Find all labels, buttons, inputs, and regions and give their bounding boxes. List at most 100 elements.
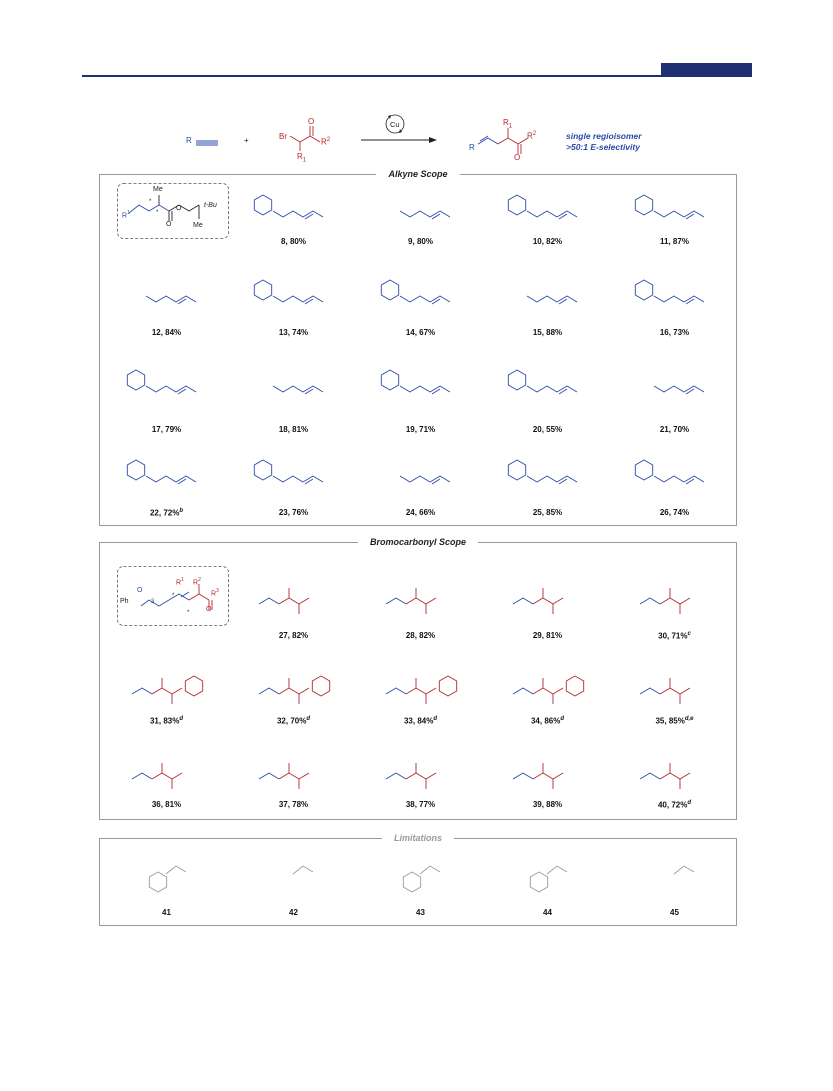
bromo-ring-34 xyxy=(565,675,585,697)
product-skeleton xyxy=(477,128,529,154)
compound-caption-16: 16, 73% xyxy=(611,328,738,337)
compound-caption-29: 29, 81% xyxy=(484,631,611,640)
alkyne-ring-19 xyxy=(380,369,400,391)
compound-caption-text: 40, 72% xyxy=(657,800,688,810)
alkyne-template-me2: Me xyxy=(193,222,203,229)
compound-caption-36: 36, 81% xyxy=(103,800,230,809)
alkyne-alkene-20 xyxy=(558,388,568,395)
bromo-alkene-chain-39 xyxy=(512,772,534,780)
bromo-template-star2: * xyxy=(187,610,190,616)
compound-caption-10: 10, 82% xyxy=(484,237,611,246)
product-r1: R1 xyxy=(503,118,513,130)
catalyst-label: Cu xyxy=(390,120,400,129)
compound-caption-text: 17, 79% xyxy=(151,425,182,434)
bromo-alkene-chain-29 xyxy=(512,597,534,605)
alkyne-chain-21 xyxy=(653,385,705,393)
alkyne-ring-25 xyxy=(507,459,527,481)
compound-caption-21: 21, 70% xyxy=(611,425,738,434)
bromo-carbonyl-chain-33 xyxy=(405,687,437,695)
bromo-carbonyl-chain-28 xyxy=(405,597,437,605)
limitation-chain-44 xyxy=(546,865,568,875)
compound-caption-30: 30, 71%c xyxy=(611,631,738,641)
bromo-carbonyl-chain-30 xyxy=(659,597,691,605)
compound-caption-19: 19, 71% xyxy=(357,425,484,434)
plus-sign: + xyxy=(244,136,249,145)
compound-caption-37: 37, 78% xyxy=(230,800,357,809)
compound-caption-text: 11, 87% xyxy=(660,237,689,246)
compound-caption-text: 35, 85% xyxy=(655,716,685,726)
alkyne-alkene-15 xyxy=(558,298,568,305)
alkyne-alkene-22 xyxy=(177,478,187,485)
bromo-carbonyl-chain-29 xyxy=(532,597,564,605)
compound-caption-22: 22, 72%b xyxy=(103,508,230,518)
alkyne-alkene-12 xyxy=(177,298,187,305)
alkyne-ring-10 xyxy=(507,194,527,216)
alkyne-chain-11 xyxy=(653,210,705,218)
compound-caption-32: 32, 70%d xyxy=(230,716,357,726)
compound-caption-text: 30, 71% xyxy=(658,631,688,641)
compound-caption-15: 15, 88% xyxy=(484,328,611,337)
compound-caption-text: 37, 78% xyxy=(278,800,309,809)
compound-caption-footnote: c xyxy=(687,631,691,637)
bromo-carbonyl-chain-39 xyxy=(532,772,564,780)
alkyne-chain-17 xyxy=(145,385,197,393)
bromo-carbonyl-chain-27 xyxy=(278,597,310,605)
compound-caption-12: 12, 84% xyxy=(103,328,230,337)
compound-caption-text: 34, 86% xyxy=(530,716,561,726)
bromo-ring-33 xyxy=(438,675,458,697)
alkyne-alkene-11 xyxy=(685,213,695,220)
compound-caption-text: 26, 74% xyxy=(659,508,690,517)
alkyne-ring-16 xyxy=(634,279,654,301)
alkyne-template-me1: Me xyxy=(153,186,163,193)
compound-caption-text: 10, 82% xyxy=(532,237,563,246)
compound-caption-34: 34, 86%d xyxy=(484,716,611,726)
compound-caption-18: 18, 81% xyxy=(230,425,357,434)
alkyne-ring-26 xyxy=(634,459,654,481)
bromo-template-o2: O xyxy=(206,606,212,613)
bromo-alkene-chain-30 xyxy=(639,597,661,605)
bromo-template-star1: * xyxy=(172,593,175,599)
alkyne-chain-9 xyxy=(399,210,451,218)
header-rule xyxy=(82,75,752,77)
compound-caption-9: 9, 80% xyxy=(357,237,484,246)
alkyne-template-r1: R1 xyxy=(122,210,130,220)
limitation-ring-41 xyxy=(148,871,168,893)
bromo-r1: R1 xyxy=(297,152,307,164)
bromo-carbonyl-chain-34 xyxy=(532,687,564,695)
alkyne-ring-22 xyxy=(126,459,146,481)
bromo-carbonyl-chain-38 xyxy=(405,772,437,780)
limitation-structures xyxy=(148,865,695,893)
bromo-alkene-chain-34 xyxy=(512,687,534,695)
limitation-chain-43 xyxy=(419,865,441,875)
compound-caption-footnote: d xyxy=(306,716,311,722)
compound-caption-33: 33, 84%d xyxy=(357,716,484,726)
bromo-template-ph: Ph xyxy=(120,598,129,605)
compound-caption-38: 38, 77% xyxy=(357,800,484,809)
bromo-template-o: O xyxy=(137,587,143,594)
alkyne-ring-13 xyxy=(253,279,273,301)
compound-caption-28: 28, 82% xyxy=(357,631,484,640)
selectivity-line-1: single regioisomer xyxy=(566,131,642,141)
alkyne-chain-10 xyxy=(526,210,578,218)
limitation-chain-42 xyxy=(292,865,314,875)
compound-caption-text: 14, 67% xyxy=(405,328,436,337)
alkyne-chain-8 xyxy=(272,210,324,218)
alkyne-chain-25 xyxy=(526,475,578,483)
compound-caption-text: 31, 83% xyxy=(149,716,180,726)
alkyne-alkene-24 xyxy=(431,478,441,485)
alkyne-chain-16 xyxy=(653,295,705,303)
bromo-alkene-chain-32 xyxy=(258,687,280,695)
compound-caption-text: 20, 55% xyxy=(532,425,563,434)
compound-caption-text: 33, 84% xyxy=(403,716,434,726)
bromo-carbonyl-chain-40 xyxy=(659,772,691,780)
compound-caption-footnote: d xyxy=(179,716,184,722)
limitation-caption-43: 43 xyxy=(416,908,425,917)
alkyne-alkene-14 xyxy=(431,298,441,305)
compound-caption-11: 11, 87% xyxy=(611,237,738,246)
header-tab xyxy=(661,63,752,77)
alkyne-alkene-17 xyxy=(177,388,187,395)
alkyne-alkene-13 xyxy=(304,298,314,305)
compound-caption-footnote: d xyxy=(433,716,438,722)
product-r: R xyxy=(469,143,475,152)
compound-caption-26: 26, 74% xyxy=(611,508,738,517)
